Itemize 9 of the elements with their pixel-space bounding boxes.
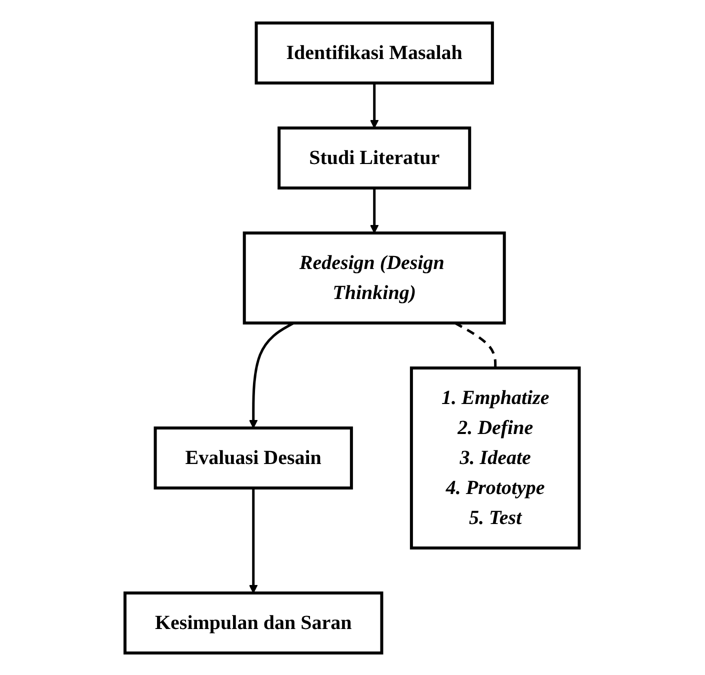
arrow xyxy=(370,188,380,233)
node-box: Studi Literatur xyxy=(278,126,472,189)
node-box: Kesimpulan dan Saran xyxy=(124,590,384,654)
node-box: Identifikasi Masalah xyxy=(255,21,494,84)
arrow xyxy=(370,82,380,128)
node-box: Redesign (Design Thinking) xyxy=(243,231,506,324)
node-box: Evaluasi Desain xyxy=(154,426,354,489)
arrow xyxy=(249,488,258,593)
node-box: 1. Emphatize 2. Define 3. Ideate 4. Prototype 5. Test xyxy=(410,366,582,549)
